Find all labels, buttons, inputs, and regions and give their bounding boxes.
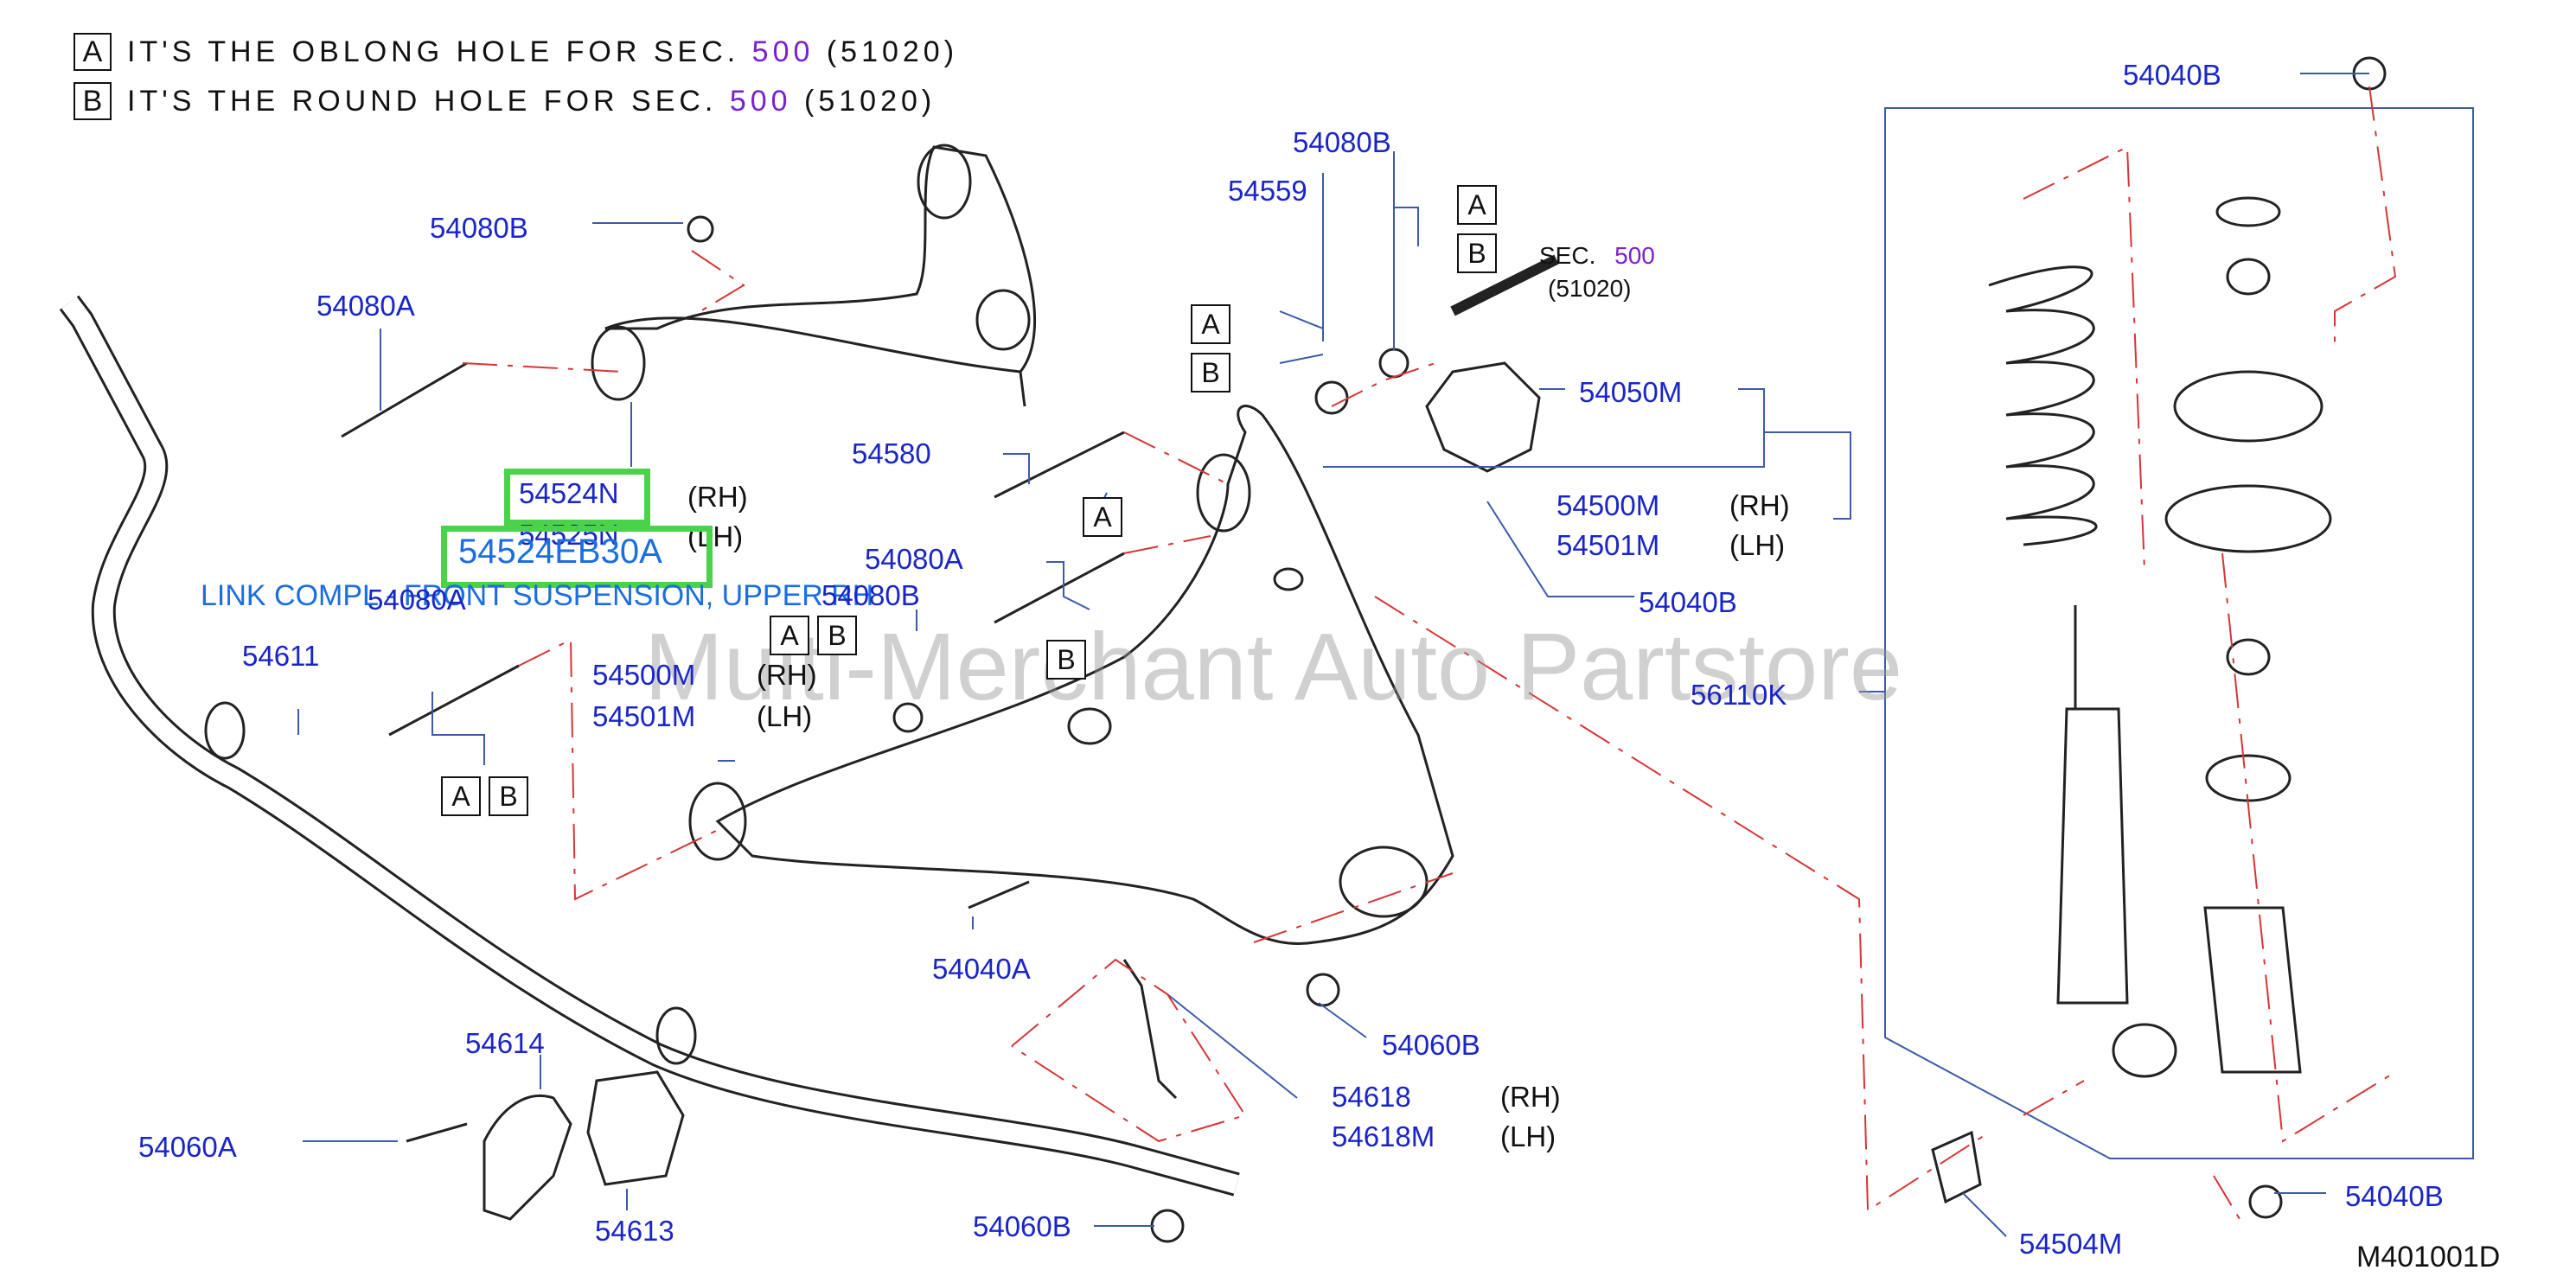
highlight-part-number[interactable]: 54524EB30A xyxy=(458,533,662,571)
part-54080B-right[interactable]: 54080B xyxy=(1293,126,1391,158)
part-54613[interactable]: 54613 xyxy=(595,1215,674,1247)
part-54618[interactable]: 54618 xyxy=(1332,1081,1411,1113)
clamp-54614 xyxy=(483,1094,572,1221)
bolt-54040A xyxy=(968,880,1030,910)
side-rh: (RH) xyxy=(1500,1081,1561,1113)
part-54504M[interactable]: 54504M xyxy=(2019,1228,2123,1260)
bolt-54080A-left xyxy=(388,664,520,737)
side-lh: (LH) xyxy=(1729,529,1786,561)
part-54525N[interactable]: 54525N xyxy=(519,519,619,551)
coil-spring xyxy=(1988,265,2098,546)
part-54080A-left[interactable]: 54080A xyxy=(368,584,466,616)
tag-a: A xyxy=(1457,185,1497,225)
bolt-54080A-mid xyxy=(994,552,1125,624)
bolt-54060A xyxy=(406,1122,468,1143)
tag-a: A xyxy=(770,616,809,655)
part-54524N[interactable]: 54524N xyxy=(519,477,619,509)
bushing-54613 xyxy=(586,1070,685,1186)
sec-callout: SEC. 500 xyxy=(1539,242,1655,270)
part-54614[interactable]: 54614 xyxy=(465,1027,545,1059)
part-54080B-mid[interactable]: 54080B xyxy=(821,579,920,611)
side-lh: (LH) xyxy=(1500,1120,1556,1152)
part-54040B-bottom[interactable]: 54040B xyxy=(2345,1180,2444,1212)
part-54500M-left[interactable]: 54500M xyxy=(592,659,696,691)
note-a: A IT'S THE OBLONG HOLE FOR SEC. 500 (5102… xyxy=(74,33,958,71)
part-54040B-top[interactable]: 54040B xyxy=(2123,59,2221,91)
link-front-suspension-upper-rh[interactable]: LINK COMPL - FRONT SUSPENSION, UPPER RH xyxy=(201,579,874,612)
bushing-54504M xyxy=(1931,1130,1982,1204)
part-54080A-mid[interactable]: 54080A xyxy=(865,543,963,575)
side-lh: (LH) xyxy=(757,700,813,732)
note-a-ref: (51020) xyxy=(826,35,959,68)
note-b: B IT'S THE ROUND HOLE FOR SEC. 500 (51020… xyxy=(74,82,936,120)
part-54060A[interactable]: 54060A xyxy=(138,1131,237,1163)
part-54040A[interactable]: 54040A xyxy=(932,953,1031,985)
sec-callout-ref: (51020) xyxy=(1548,275,1632,302)
tag-a: A xyxy=(1083,497,1122,537)
note-b-text: IT'S THE ROUND HOLE FOR SEC. xyxy=(127,85,718,118)
bolt-54580 xyxy=(994,431,1125,499)
part-54500M-right[interactable]: 54500M xyxy=(1556,489,1660,521)
highlight-box-54524N xyxy=(504,469,650,526)
side-rh: (RH) xyxy=(1729,489,1790,521)
tag-a: A xyxy=(1191,304,1230,344)
tag-b: B xyxy=(1046,640,1086,680)
part-54559[interactable]: 54559 xyxy=(1228,175,1307,207)
note-a-sec[interactable]: 500 xyxy=(751,35,815,68)
side-rh: (RH) xyxy=(757,659,817,691)
note-b-box: B xyxy=(74,82,112,120)
tag-a: A xyxy=(441,776,481,816)
part-54501M-left[interactable]: 54501M xyxy=(592,700,696,732)
note-a-text: IT'S THE OBLONG HOLE FOR SEC. xyxy=(127,35,740,68)
note-b-ref: (51020) xyxy=(804,85,936,118)
part-54618M[interactable]: 54618M xyxy=(1332,1120,1435,1152)
diagram-code: M401001D xyxy=(2356,1241,2501,1273)
tag-b: B xyxy=(1191,353,1230,393)
part-54060B-right[interactable]: 54060B xyxy=(1382,1029,1480,1061)
part-54040B-mid[interactable]: 54040B xyxy=(1639,586,1737,618)
part-54611[interactable]: 54611 xyxy=(242,640,320,672)
strut-body xyxy=(2056,605,2129,1005)
sec-callout-sec[interactable]: 500 xyxy=(1614,242,1655,269)
sec-callout-label: SEC. xyxy=(1539,242,1596,269)
tag-b: B xyxy=(817,616,857,655)
part-54080A-top[interactable]: 54080A xyxy=(316,290,415,322)
stabilizer-link xyxy=(1122,959,1178,1100)
part-54050M[interactable]: 54050M xyxy=(1579,376,1683,408)
sec-part xyxy=(1450,254,1559,316)
lower-arm xyxy=(715,405,1454,945)
shock-frame xyxy=(1884,107,2474,1159)
tag-b: B xyxy=(1457,233,1497,273)
note-b-sec[interactable]: 500 xyxy=(729,85,792,118)
part-54080B-left[interactable]: 54080B xyxy=(430,212,528,244)
part-54060B-bottom[interactable]: 54060B xyxy=(973,1210,1071,1242)
upper-arm xyxy=(604,145,1037,373)
side-rh: (RH) xyxy=(687,481,748,513)
gasket-54050M xyxy=(1425,361,1541,473)
bolt-54080A-top xyxy=(341,361,468,438)
tag-b: B xyxy=(489,776,528,816)
part-54580[interactable]: 54580 xyxy=(852,437,931,469)
note-a-box: A xyxy=(74,33,112,71)
highlight-box-part xyxy=(441,526,713,588)
part-54501M-right[interactable]: 54501M xyxy=(1556,529,1660,561)
part-56110K[interactable]: 56110K xyxy=(1691,679,1787,711)
bump-stopper xyxy=(2203,906,2302,1074)
